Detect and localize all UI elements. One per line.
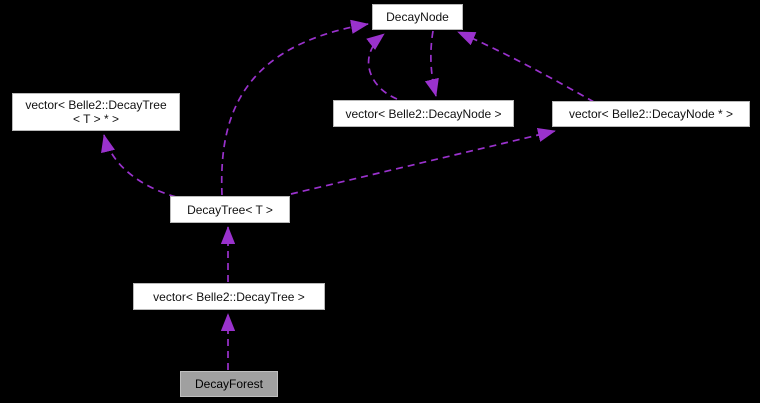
edge-vector-decaynode-ptr-to-decaynode xyxy=(457,31,595,103)
edge-decaynode-to-vector-decaynode xyxy=(424,30,439,97)
node-vector-belle2-decaytree[interactable]: vector< Belle2::DecayTree > xyxy=(133,283,325,310)
node-vector-belle2-decaynode-ptr[interactable]: vector< Belle2::DecayNode * > xyxy=(552,101,750,127)
edge-vector-decaynode-to-decaynode xyxy=(366,33,398,100)
node-vector-belle2-decaytree-t-ptr-label-line1: vector< Belle2::DecayTree xyxy=(25,98,167,112)
edge-decaytree-t-to-vector-decaynode-ptr xyxy=(290,127,556,195)
node-vector-belle2-decaytree-t-ptr[interactable]: vector< Belle2::DecayTree < T > * > xyxy=(12,93,180,131)
node-decayforest-label: DecayForest xyxy=(194,377,264,391)
node-decaytree-t[interactable]: DecayTree< T > xyxy=(170,196,290,223)
node-vector-belle2-decaynode-label: vector< Belle2::DecayNode > xyxy=(345,106,502,121)
node-vector-belle2-decaynode-ptr-label: vector< Belle2::DecayNode * > xyxy=(568,107,734,121)
node-decaynode[interactable]: DecayNode xyxy=(372,4,463,30)
node-vector-belle2-decaytree-label: vector< Belle2::DecayTree > xyxy=(153,289,305,304)
edge-decaytree-t-to-vector-decaytree-ptr xyxy=(101,134,177,198)
node-decaytree-t-label: DecayTree< T > xyxy=(187,202,273,217)
node-decaynode-label: DecayNode xyxy=(386,10,449,24)
node-vector-belle2-decaytree-t-ptr-label-line2: < T > * > xyxy=(73,112,119,126)
node-decayforest[interactable]: DecayForest xyxy=(180,371,278,397)
edge-decaytree-t-to-decaynode xyxy=(220,19,369,196)
node-vector-belle2-decaynode[interactable]: vector< Belle2::DecayNode > xyxy=(333,100,514,127)
